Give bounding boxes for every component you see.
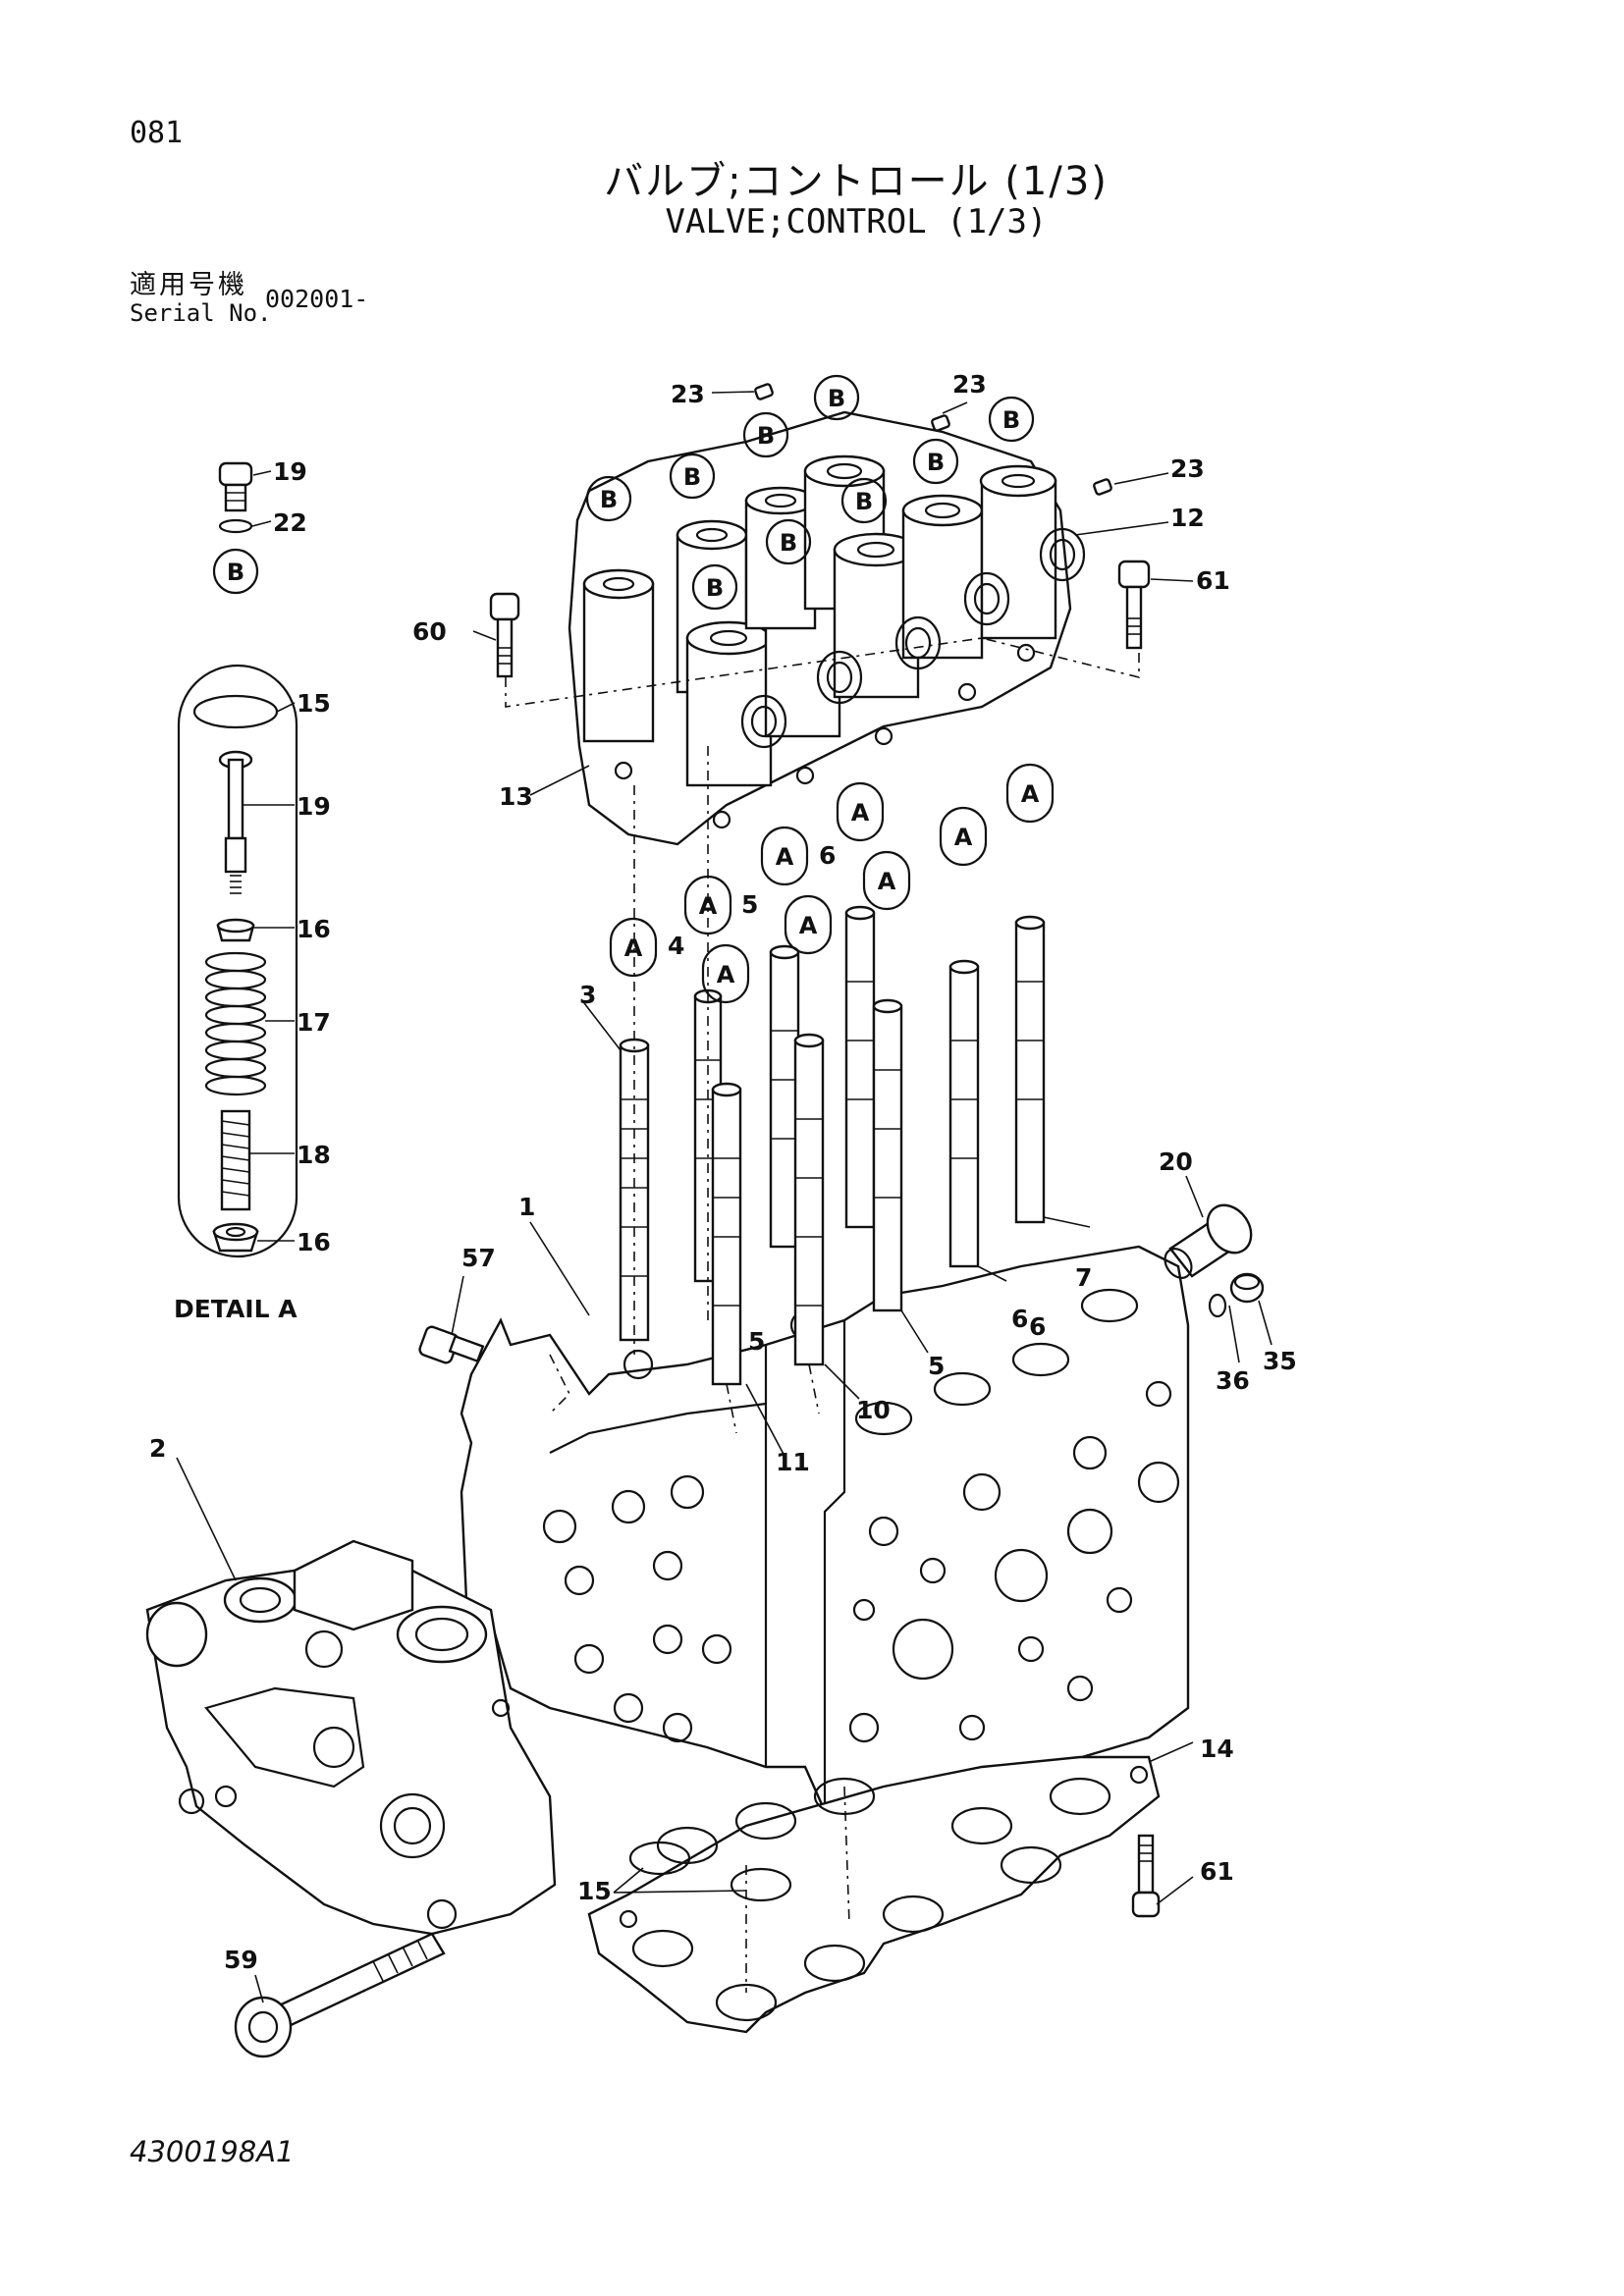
part-label-6: 6 (1029, 1312, 1046, 1341)
callout-a: A (954, 824, 973, 851)
callout-a: A (851, 799, 870, 827)
page-number: 081 (130, 116, 184, 150)
part-label-5: 5 (741, 890, 758, 919)
callout-a: A (1021, 780, 1040, 808)
part-label-7: 7 (1075, 1263, 1092, 1292)
part-labels: 19 22 15 19 16 17 18 16 23 23 23 12 61 6… (149, 370, 1297, 1974)
spool-6a (844, 905, 876, 1229)
part-label-57: 57 (461, 1244, 496, 1272)
callout-b: B (1002, 406, 1020, 434)
top-cover-13 (568, 410, 1086, 846)
part-15-o-ring (192, 694, 279, 729)
callout-b: B (757, 422, 775, 450)
part-label-23: 23 (952, 370, 987, 399)
spool-a-callouts: A A A A A A A A A (609, 763, 1055, 1004)
callout-b: B (600, 486, 618, 513)
part-label-6: 6 (819, 841, 836, 870)
callout-b: B (706, 574, 724, 602)
part-label-17: 17 (297, 1008, 331, 1037)
part-label-36: 36 (1216, 1366, 1250, 1395)
part-label-22: 22 (273, 508, 307, 537)
part-57-bolt (418, 1325, 485, 1364)
top-cover-b-callouts: B B B B B B B B B (585, 374, 1035, 611)
title-english: VALVE;CONTROL (1/3) (665, 202, 1048, 241)
part-label-13: 13 (499, 782, 533, 811)
spool-10a (711, 1082, 742, 1386)
part-61-bolt-bottom (1131, 1834, 1161, 1918)
part-17-spring (204, 951, 267, 1096)
part-59-bolt (234, 1932, 446, 2058)
part-label-4: 4 (668, 932, 684, 960)
spool-7 (1014, 915, 1046, 1224)
part-16-seat-bottom (212, 1222, 259, 1253)
detail-a-label: DETAIL A (174, 1295, 298, 1323)
part-label-23: 23 (1170, 454, 1205, 483)
callout-b: B (227, 559, 244, 586)
part-20-relief-valve (1164, 1203, 1253, 1279)
serial-label-japanese: 適用号機 (130, 270, 247, 300)
part-label-15: 15 (577, 1877, 612, 1905)
leader-lines (176, 391, 1272, 2003)
callout-a: A (699, 892, 718, 920)
part-16-seat-top (216, 918, 255, 942)
part-label-6: 6 (1011, 1305, 1028, 1333)
part-label-1: 1 (518, 1193, 535, 1221)
assembly-lines (549, 746, 850, 1993)
part-label-5: 5 (928, 1352, 945, 1380)
plug-assembly-b: B (212, 461, 259, 595)
detail-a-outline (177, 664, 298, 1258)
title-japanese: バルブ;コントロール (1/3) (604, 159, 1109, 204)
part-label-11: 11 (776, 1448, 810, 1476)
part-19-rod (218, 750, 253, 894)
part-2-end-cover (145, 1539, 557, 1936)
callout-a: A (878, 868, 896, 895)
part-61-bolt-top (1117, 560, 1151, 650)
spool-5b (872, 998, 903, 1312)
serial-label-english: Serial No. (130, 299, 272, 327)
part-35-plug (1229, 1272, 1265, 1304)
part-label-18: 18 (297, 1141, 331, 1169)
part-label-23: 23 (671, 380, 705, 408)
callout-b: B (828, 385, 845, 412)
part-label-16: 16 (297, 915, 331, 943)
part-label-5: 5 (748, 1327, 765, 1356)
part-label-15: 15 (297, 689, 331, 718)
part-15-o-rings-bottom (628, 1841, 792, 1902)
part-label-61: 61 (1200, 1857, 1234, 1886)
callout-a: A (717, 961, 735, 988)
part-label-21: 19 (273, 457, 307, 486)
callout-b: B (927, 449, 945, 476)
part-label-59: 59 (224, 1946, 258, 1974)
callout-b: B (780, 529, 797, 557)
detail-a-group: DETAIL A (174, 664, 298, 1323)
part-label-10: 10 (856, 1396, 891, 1424)
part-label-16: 16 (297, 1228, 331, 1256)
part-label-14: 14 (1200, 1735, 1234, 1763)
part-14-bottom-plate (587, 1755, 1161, 2034)
callout-b: B (855, 488, 873, 515)
part-60-bolt (489, 592, 520, 678)
spool-10b (793, 1033, 825, 1366)
part-label-60: 60 (412, 617, 447, 646)
callout-a: A (799, 912, 818, 939)
part-23-set-screws (754, 383, 1112, 496)
main-valve-body-1 (460, 1245, 1190, 1818)
spool-6b (948, 959, 980, 1268)
callout-a: A (776, 843, 794, 871)
serial-number-value: 002001- (265, 285, 369, 313)
callout-b: B (683, 463, 701, 491)
part-18-spring (220, 1109, 251, 1211)
part-36-o-ring (1208, 1293, 1227, 1318)
part-label-19: 19 (297, 792, 331, 821)
part-label-61: 61 (1196, 566, 1230, 595)
part-label-2: 2 (149, 1434, 166, 1463)
part-label-3: 3 (579, 981, 596, 1009)
drawing-number: 4300198A1 (130, 2135, 295, 2168)
part-label-12: 12 (1170, 504, 1205, 532)
part-label-35: 35 (1263, 1347, 1297, 1375)
part-label-20: 20 (1159, 1148, 1193, 1176)
spool-5a (769, 944, 800, 1249)
